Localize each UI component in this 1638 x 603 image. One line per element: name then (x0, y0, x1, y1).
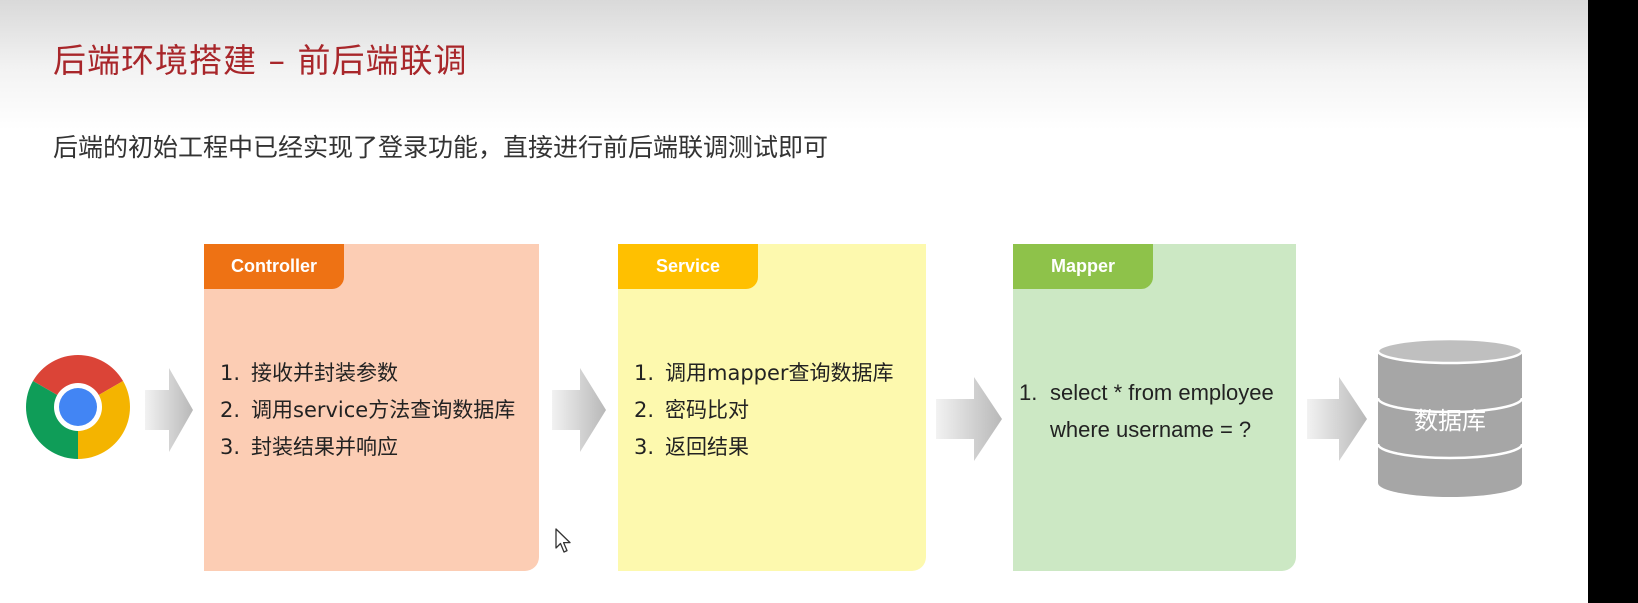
database-label: 数据库 (1414, 407, 1486, 435)
slide: 后端环境搭建 – 前后端联调 后端的初始工程中已经实现了登录功能，直接进行前后端… (0, 0, 1588, 603)
flow-arrow-icon (1307, 377, 1367, 461)
step-item: 1.调用mapper查询数据库 (634, 361, 894, 385)
step-item: 2.调用service方法查询数据库 (220, 398, 516, 422)
step-item: 3.封装结果并响应 (220, 435, 398, 459)
flow-arrow-icon (145, 368, 193, 452)
chrome-icon (26, 355, 130, 459)
sql-line: where username = ? (1050, 417, 1252, 442)
slide-title: 后端环境搭建 – 前后端联调 (53, 41, 468, 80)
controller-panel: Controller 1.接收并封装参数 2.调用service方法查询数据库 … (204, 244, 539, 571)
mapper-panel: Mapper 1.select * from employee where us… (1013, 244, 1296, 571)
step-item: 2.密码比对 (634, 398, 749, 422)
database-icon: 数据库 (1376, 337, 1524, 497)
step-item: 3.返回结果 (634, 435, 749, 459)
flow-arrow-icon (936, 377, 1002, 461)
service-panel: Service 1.调用mapper查询数据库 2.密码比对 3.返回结果 (618, 244, 926, 571)
service-steps: 1.调用mapper查询数据库 2.密码比对 3.返回结果 (618, 355, 894, 466)
mapper-steps: 1.select * from employee where username … (1013, 374, 1274, 448)
flow-arrow-icon (552, 368, 606, 452)
controller-tab: Controller (204, 244, 344, 289)
controller-steps: 1.接收并封装参数 2.调用service方法查询数据库 3.封装结果并响应 (204, 355, 515, 466)
window-edge-bar (1588, 0, 1638, 603)
step-item: 1.接收并封装参数 (220, 361, 398, 385)
sql-line: select * from employee (1050, 380, 1274, 405)
mapper-tab: Mapper (1013, 244, 1153, 289)
service-tab: Service (618, 244, 758, 289)
slide-subtitle: 后端的初始工程中已经实现了登录功能，直接进行前后端联调测试即可 (53, 133, 829, 162)
step-item: 1.select * from employee where username … (1019, 374, 1274, 448)
mouse-cursor-icon (555, 528, 571, 553)
